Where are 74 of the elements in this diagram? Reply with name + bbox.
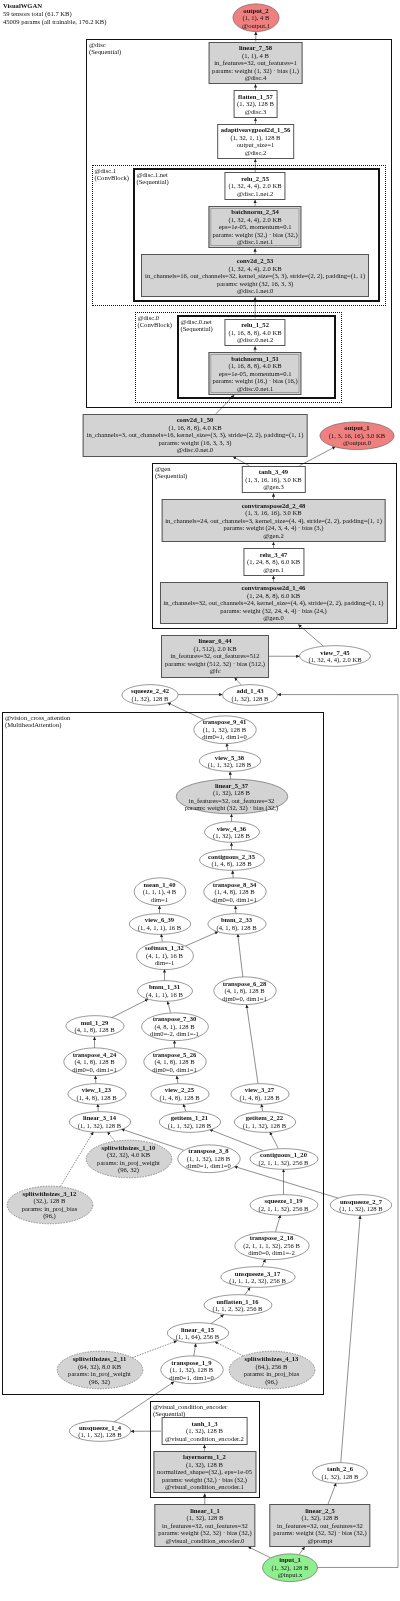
operation-node bbox=[166, 1322, 229, 1345]
layer-node bbox=[154, 1504, 256, 1547]
operation-node bbox=[133, 877, 186, 907]
operation-node bbox=[149, 1082, 210, 1105]
layer-node bbox=[241, 465, 306, 494]
operation-node bbox=[298, 645, 372, 668]
operation-node bbox=[249, 1147, 318, 1170]
module-group bbox=[86, 38, 392, 408]
operation-node bbox=[128, 912, 191, 935]
module-group bbox=[132, 168, 380, 302]
layer-node bbox=[141, 254, 370, 298]
module-group bbox=[150, 1400, 260, 1498]
operation-node bbox=[176, 1143, 241, 1174]
layer-node bbox=[161, 1417, 248, 1445]
operation-node bbox=[212, 976, 277, 1006]
layer-node bbox=[174, 778, 289, 816]
operation-node bbox=[229, 1082, 290, 1105]
output-tensor-node bbox=[319, 420, 395, 450]
layer-node bbox=[159, 581, 388, 625]
input-tensor-node bbox=[262, 1552, 318, 1583]
operation-node bbox=[66, 1082, 127, 1105]
module-group bbox=[176, 314, 336, 400]
layer-node bbox=[208, 352, 302, 395]
operation-node bbox=[192, 714, 257, 745]
output-tensor-node bbox=[232, 3, 280, 33]
operation-node bbox=[159, 1355, 224, 1385]
layer-node bbox=[224, 172, 286, 200]
module-group bbox=[91, 165, 386, 306]
module-group bbox=[2, 711, 324, 1395]
layer-node bbox=[208, 205, 302, 249]
operation-node bbox=[249, 1193, 318, 1216]
layer-node bbox=[161, 499, 386, 542]
layer-node bbox=[233, 90, 278, 118]
arrow bbox=[253, 346, 257, 353]
arrow bbox=[271, 575, 276, 582]
arrow bbox=[253, 248, 257, 255]
operation-node bbox=[135, 940, 194, 971]
operation-node bbox=[198, 849, 265, 872]
parameter-node bbox=[56, 1350, 143, 1391]
operation-node bbox=[142, 1047, 207, 1077]
operation-node bbox=[219, 1266, 296, 1289]
operation-node bbox=[312, 1461, 368, 1484]
operation-node bbox=[64, 1015, 125, 1038]
layer-node bbox=[208, 41, 303, 85]
operation-node bbox=[202, 877, 267, 907]
operation-node bbox=[198, 750, 261, 773]
operation-node bbox=[136, 979, 193, 1002]
operation-node bbox=[140, 1011, 209, 1042]
operation-node bbox=[68, 1110, 131, 1133]
layer-node bbox=[161, 634, 269, 678]
operation-node bbox=[329, 1194, 393, 1217]
arrow bbox=[253, 83, 258, 91]
module-group bbox=[152, 462, 397, 629]
operation-node bbox=[206, 912, 267, 935]
parameter-node bbox=[85, 1138, 172, 1179]
arrow bbox=[271, 493, 276, 500]
operation-node bbox=[233, 1110, 296, 1133]
layer-node bbox=[152, 1450, 257, 1494]
operation-node bbox=[158, 1110, 221, 1133]
operation-node bbox=[62, 1047, 127, 1077]
operation-node bbox=[222, 683, 278, 706]
module-group bbox=[134, 311, 342, 404]
layer-node bbox=[242, 548, 305, 576]
parameter-node bbox=[6, 1184, 93, 1225]
operation-node bbox=[68, 1420, 132, 1443]
layer-node bbox=[216, 123, 295, 160]
layer-node bbox=[269, 1504, 371, 1547]
operation-node bbox=[203, 1294, 272, 1317]
operation-node bbox=[121, 683, 179, 706]
layer-node bbox=[224, 318, 286, 347]
layer-node bbox=[82, 413, 308, 457]
operation-node bbox=[203, 821, 260, 844]
operation-node bbox=[233, 1230, 310, 1261]
parameter-node bbox=[228, 1350, 315, 1391]
